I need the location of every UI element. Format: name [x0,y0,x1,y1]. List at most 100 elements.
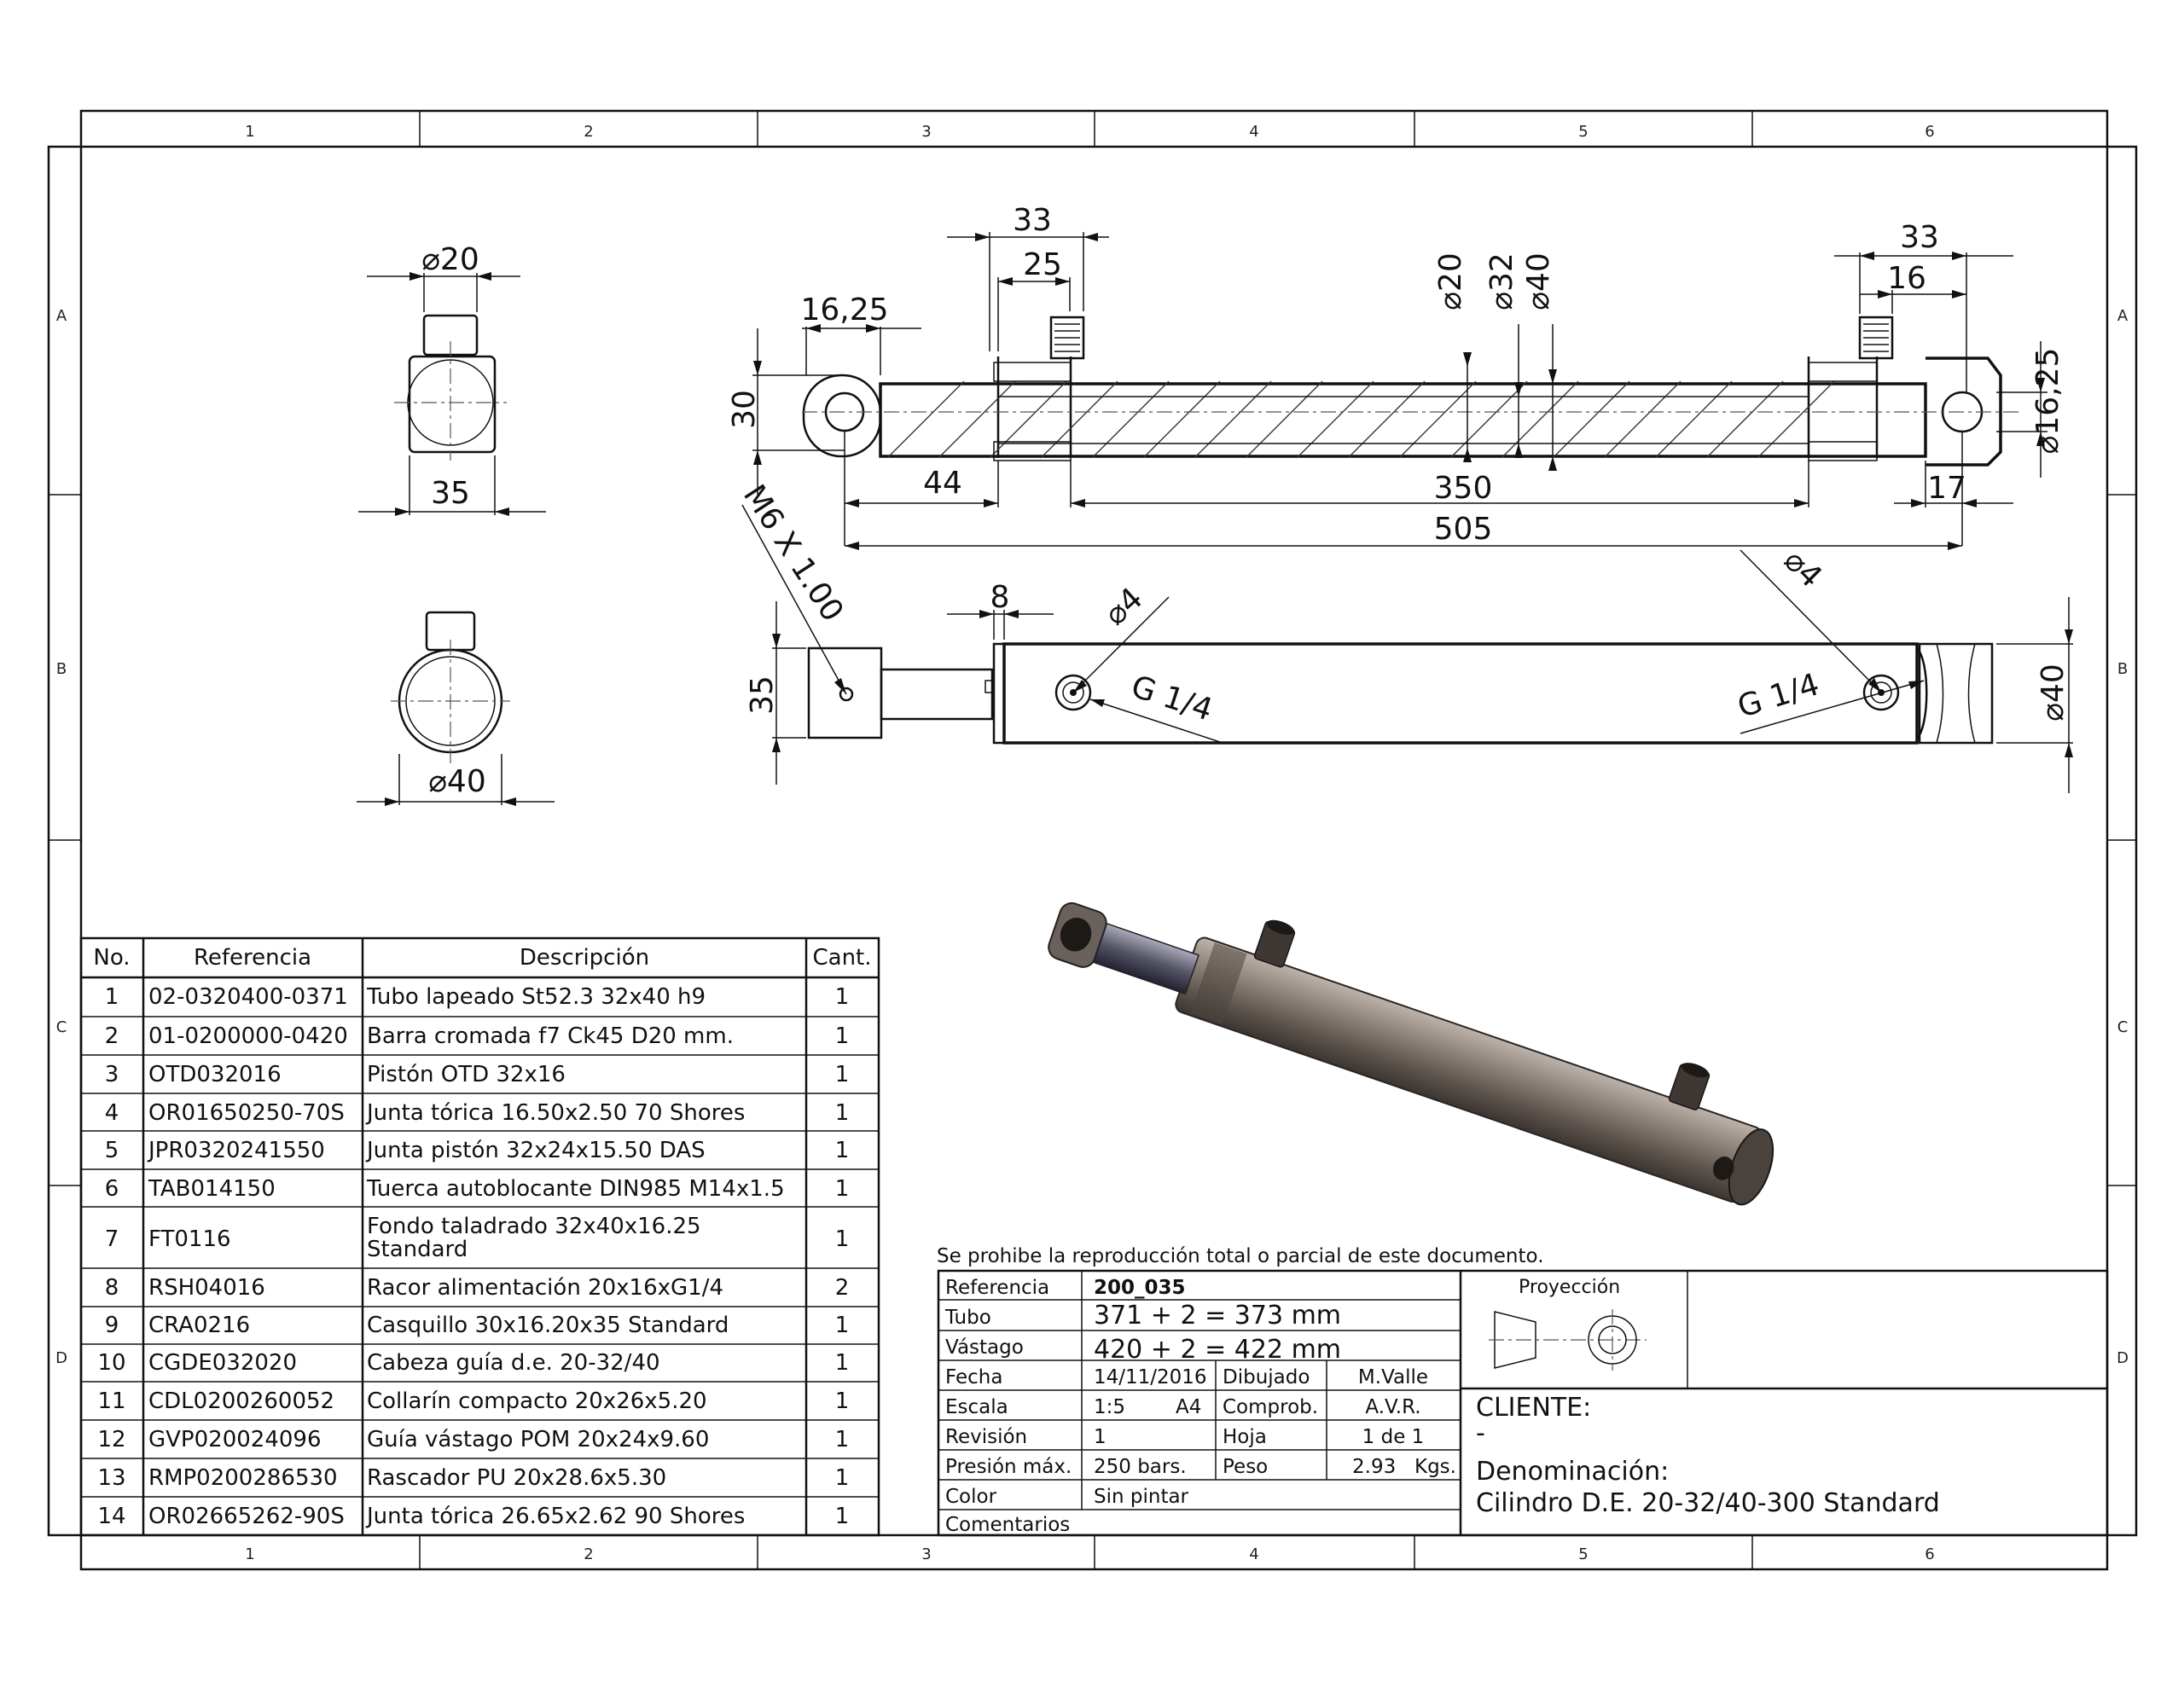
tb-tubo-value: 371 + 2 = 373 mm [1094,1301,1341,1330]
zone-row-a-left: A [56,307,67,325]
tb-hoja-label: Hoja [1223,1426,1267,1448]
zone-col-4-bottom: 4 [1249,1545,1258,1563]
bom-cell-descripcion: Pistón OTD 32x16 [367,1062,566,1087]
bom-table: No. Referencia Descripción Cant. 1 02-03… [79,936,880,1537]
dim-sec-33-right: 33 [1900,220,1939,255]
table-row: 2 01-0200000-0420 Barra cromada f7 Ck45 … [105,1023,850,1049]
table-row: 8 RSH04016 Racor alimentación 20x16xG1/4… [105,1275,850,1301]
tb-comprob-value: A.V.R. [1365,1396,1420,1418]
zone-row-c-right: C [2117,1018,2129,1036]
zone-col-1-bottom: 1 [245,1545,254,1563]
dim-ext-g14-left: G 1/4 [1127,670,1217,728]
table-row: 9 CRA0216 Casquillo 30x16.20x35 Standard… [105,1313,850,1338]
tb-denominacion-label: Denominación: [1476,1457,1669,1487]
zone-row-b-left: B [56,660,67,678]
zone-col-6-bottom: 6 [1925,1545,1934,1563]
bom-header-no: No. [93,945,130,971]
section-hatch [886,381,1835,458]
bom-cell-referencia: 01-0200000-0420 [148,1023,348,1049]
exterior-view: M6 X 1.00 8 ⌀4 G 1/4 ⌀4 G 1/4 35 [736,478,2073,793]
bom-cell-referencia: JPR0320241550 [147,1138,325,1163]
projection-symbol-icon [1489,1309,1647,1371]
bom-cell-no: 11 [97,1388,125,1414]
tb-color-label: Color [945,1486,997,1508]
bom-cell-cant: 1 [835,1062,850,1087]
tb-escala-value: 1:5 [1094,1396,1125,1418]
zone-col-5-bottom: 5 [1578,1545,1588,1563]
end-view-top: ⌀20 35 [358,242,546,516]
bom-header-descripcion: Descripción [520,945,649,971]
bom-cell-no: 10 [97,1350,125,1376]
bom-cell-no: 7 [105,1226,119,1252]
dim-sec-505: 505 [1434,512,1493,547]
bom-cell-no: 6 [105,1176,119,1202]
bom-cell-no: 9 [105,1313,119,1338]
bom-cell-referencia: 02-0320400-0371 [148,984,348,1010]
bom-cell-cant: 1 [835,1504,850,1529]
bom-header-referencia: Referencia [194,945,311,971]
tb-cliente-value: - [1476,1418,1485,1448]
bom-cell-referencia: TAB014150 [148,1176,276,1202]
tb-dibujado-value: M.Valle [1358,1366,1428,1388]
bom-cell-referencia: OR01650250-70S [148,1100,345,1126]
bom-cell-cant: 1 [835,1138,850,1163]
bom-cell-cant: 1 [835,1313,850,1338]
tb-peso-value: 2.93 [1352,1456,1396,1478]
bom-cell-no: 14 [97,1504,125,1529]
bom-cell-descripcion: Collarín compacto 20x26x5.20 [367,1388,707,1414]
dim-end-top-35: 35 [431,476,470,511]
bom-cell-no: 8 [105,1275,119,1301]
zone-col-5-top: 5 [1578,123,1588,141]
bom-header-cant: Cant. [812,945,871,971]
dim-ext-35: 35 [745,675,780,715]
dim-sec-30: 30 [727,390,762,429]
tb-vastago-value: 420 + 2 = 422 mm [1094,1335,1341,1365]
tb-tubo-label: Tubo [944,1307,991,1329]
tb-color-value: Sin pintar [1094,1486,1189,1508]
bom-cell-referencia: CRA0216 [148,1313,250,1338]
zone-col-6-top: 6 [1925,123,1934,141]
tb-referencia-value: 200_035 [1094,1277,1186,1299]
dim-sec-16: 16 [1887,261,1926,296]
dim-ext-g14-right: G 1/4 [1734,667,1823,725]
dim-sec-44: 44 [923,466,962,501]
bom-row-lines [81,1016,879,1498]
tb-fecha-value: 14/11/2016 [1094,1366,1207,1388]
table-row: 12 GVP020024096 Guía vástago POM 20x24x9… [97,1427,849,1452]
dim-ext-m6: M6 X 1.00 [736,478,850,628]
title-block: Se prohibe la reproducción total o parci… [937,1245,2109,1537]
bom-cell-descripcion: Fondo taladrado 32x40x16.25 [367,1214,701,1239]
dim-sec-25: 25 [1023,247,1062,282]
table-row: 10 CGDE032020 Cabeza guía d.e. 20-32/40 … [97,1350,849,1376]
title-block-rows [938,1271,1461,1510]
zone-col-2-bottom: 2 [584,1545,593,1563]
tb-formato-value: A4 [1176,1396,1201,1418]
tb-proyeccion-label: Proyección [1519,1277,1620,1298]
dim-end-bottom-dia40: ⌀40 [428,764,485,799]
bom-cell-cant: 1 [835,1388,850,1414]
section-view: 33 25 16,25 30 ⌀20 ⌀32 ⌀40 [727,203,2065,550]
tb-hoja-value: 1 de 1 [1362,1426,1425,1448]
bom-cell-no: 5 [105,1138,119,1163]
dim-sec-17: 17 [1927,471,1966,506]
tb-escala-label: Escala [945,1396,1008,1418]
bom-cell-cant: 1 [835,1465,850,1491]
bom-cell-no: 2 [105,1023,119,1049]
bom-cell-descripcion: Junta tórica 16.50x2.50 70 Shores [365,1100,745,1126]
dim-sec-33-left: 33 [1013,203,1052,238]
bom-cell-cant: 1 [835,1350,850,1376]
tb-presion-value: 250 bars. [1094,1456,1187,1478]
bom-cell-cant: 1 [835,1100,850,1126]
table-row: 7 FT0116 Fondo taladrado 32x40x16.25 Sta… [105,1214,850,1262]
dim-sec-dia32: ⌀32 [1484,252,1519,310]
zone-row-a-right: A [2117,307,2129,325]
tb-referencia-label: Referencia [945,1277,1049,1299]
bom-cell-referencia: RSH04016 [148,1275,265,1301]
bom-cell-no: 1 [105,984,119,1010]
isometric-view [1048,901,1774,1206]
bom-cell-descripcion: Guía vástago POM 20x24x9.60 [367,1427,709,1452]
zone-col-3-top: 3 [921,123,931,141]
end-view-bottom: ⌀40 [357,611,555,806]
zone-col-1-top: 1 [245,123,254,141]
